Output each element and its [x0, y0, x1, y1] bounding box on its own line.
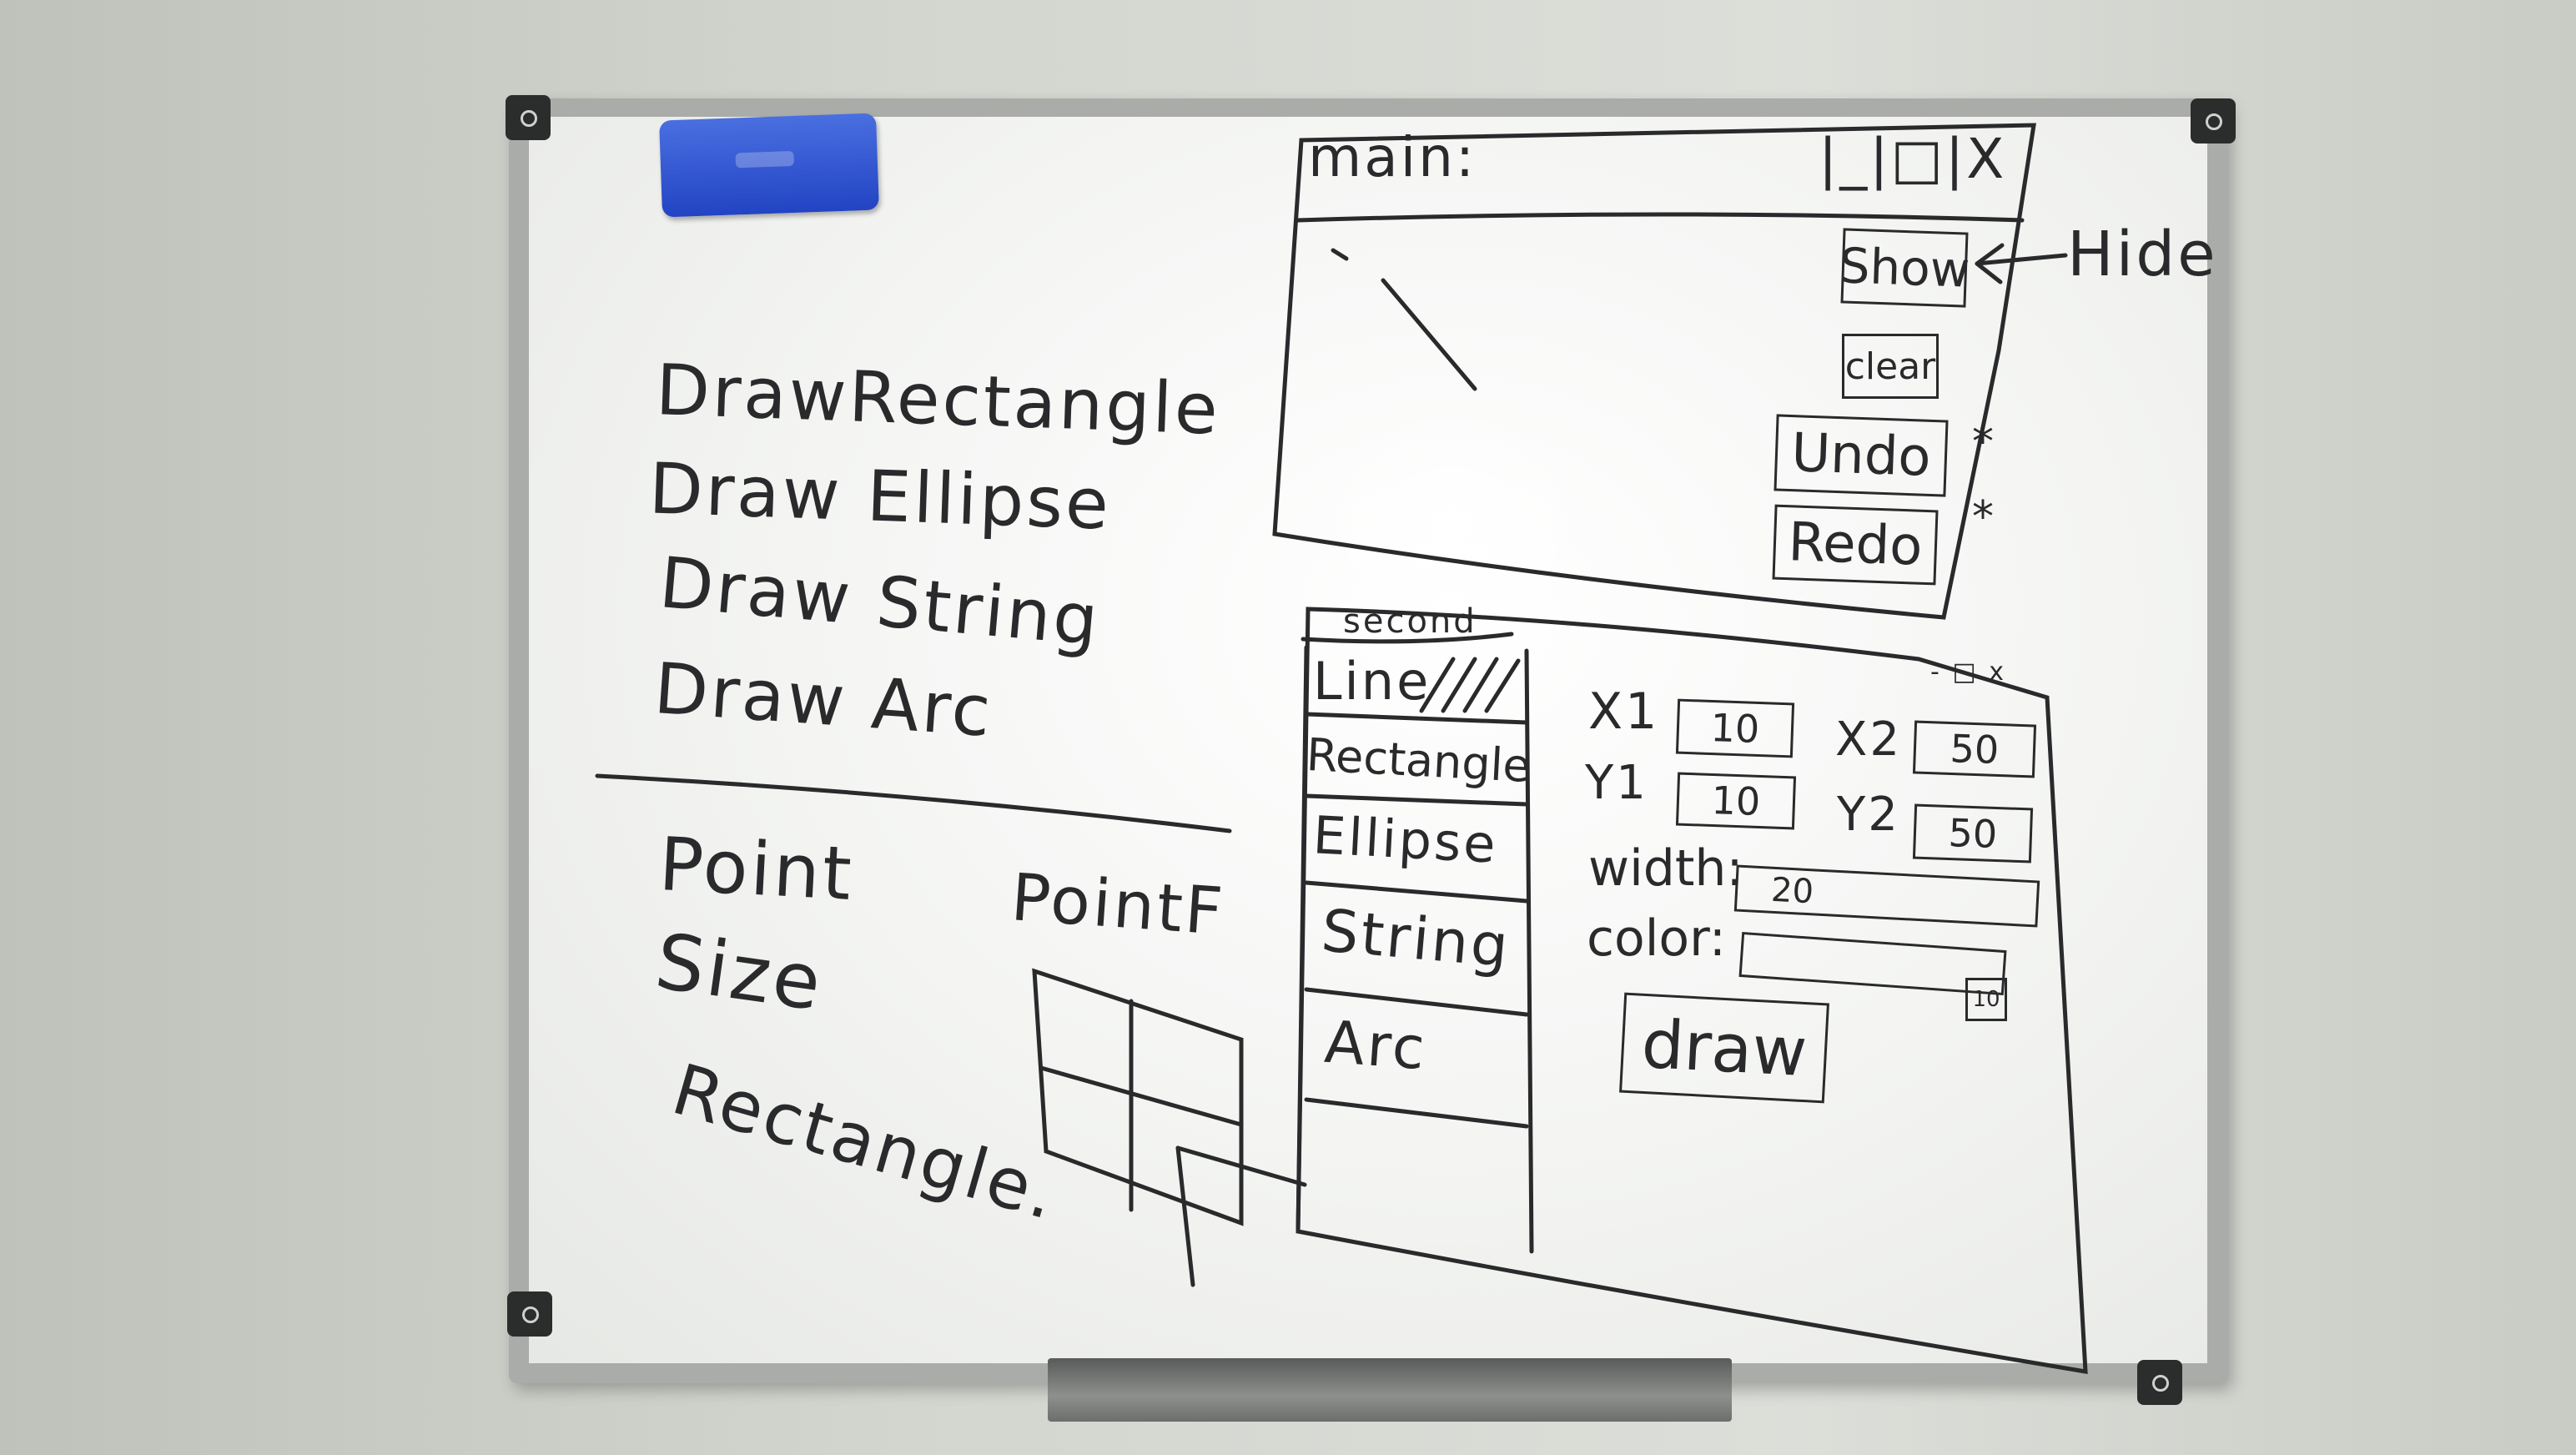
- x2-label: X2: [1835, 712, 1902, 767]
- eraser: [659, 113, 879, 218]
- frame-corner-tl: [506, 95, 551, 140]
- color-dropdown-button[interactable]: 10: [1965, 978, 2007, 1021]
- second-window-title: second: [1343, 602, 1477, 641]
- color-label: color:: [1587, 909, 1726, 968]
- undo-button[interactable]: Undo: [1774, 414, 1949, 497]
- y1-input[interactable]: 10: [1675, 772, 1797, 830]
- pointf-text: PointF: [1009, 860, 1228, 950]
- x1-input[interactable]: 10: [1675, 698, 1795, 758]
- x1-label: X1: [1588, 682, 1660, 741]
- y1-label: Y1: [1585, 756, 1648, 810]
- redo-button[interactable]: Redo: [1772, 504, 1939, 586]
- shape-list-item-line[interactable]: Line: [1313, 651, 1431, 712]
- main-window-title: main:: [1308, 125, 1477, 189]
- draw-button[interactable]: draw: [1619, 992, 1829, 1104]
- shape-list-item-arc[interactable]: Arc: [1322, 1007, 1430, 1084]
- undo-mark: *: [1972, 417, 1996, 467]
- shape-list-item-ellipse[interactable]: Ellipse: [1311, 804, 1500, 875]
- second-window-controls[interactable]: - □ x: [1930, 657, 2006, 687]
- marker-tray: [1048, 1358, 1732, 1422]
- redo-mark: *: [1972, 492, 1996, 542]
- point-text: Point: [657, 820, 857, 918]
- frame-corner-br: [2137, 1360, 2182, 1405]
- draw-ellipse-text: Draw Ellipse: [647, 447, 1113, 546]
- frame-corner-tr: [2191, 98, 2236, 143]
- width-label: width:: [1588, 839, 1743, 898]
- frame-corner-bl: [507, 1291, 552, 1337]
- show-button[interactable]: Show: [1839, 228, 1970, 308]
- main-window-controls[interactable]: |_|□|X: [1819, 127, 2007, 191]
- x2-input[interactable]: 50: [1912, 720, 2037, 778]
- hide-annotation: Hide: [2067, 219, 2218, 290]
- y2-label: Y2: [1837, 788, 1900, 842]
- clear-button[interactable]: clear: [1842, 334, 1939, 399]
- y2-input[interactable]: 50: [1912, 803, 2034, 863]
